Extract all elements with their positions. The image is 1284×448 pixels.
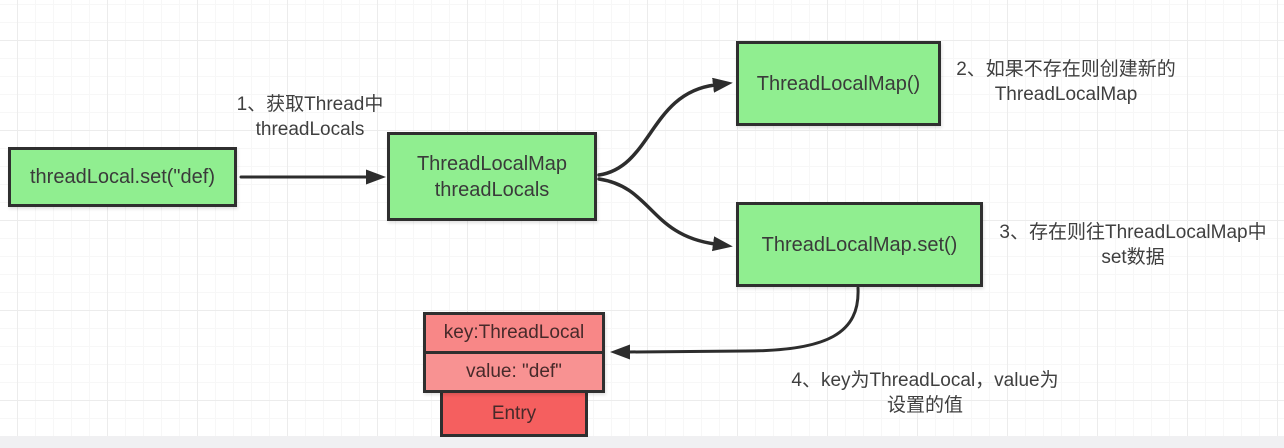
arrow-mapset-to-entry — [610, 286, 860, 360]
annotation-step1-line2: threadLocals — [255, 119, 365, 140]
annotation-step2: 2、如果不存在则创建新的 ThreadLocalMap — [950, 57, 1182, 107]
annotation-step2-line1: 2、如果不存在则创建新的 — [956, 59, 1176, 80]
entry-key-cell: key:ThreadLocal — [426, 315, 602, 351]
annotation-step3: 3、存在则往ThreadLocalMap中 set数据 — [983, 220, 1283, 270]
node-threadlocalmap-set: ThreadLocalMap.set() — [736, 202, 983, 287]
entry-value-label: value: "def" — [466, 361, 562, 382]
annotation-step4-line1: 4、key为ThreadLocal，value为 — [791, 370, 1059, 391]
annotation-step4: 4、key为ThreadLocal，value为 设置的值 — [775, 368, 1075, 418]
node-threadlocal-set: threadLocal.set("def) — [8, 147, 237, 207]
node-entry: Entry — [440, 390, 588, 437]
entry-key-label: key:ThreadLocal — [443, 322, 585, 343]
annotation-step2-line2: ThreadLocalMap — [994, 84, 1138, 105]
node-threadlocal-set-label: threadLocal.set("def) — [30, 166, 215, 188]
node-entry-key-value: key:ThreadLocal value: "def" — [423, 312, 605, 393]
annotation-step1: 1、获取Thread中 threadLocals — [210, 92, 410, 142]
arrow-threadlocals-to-mapset — [597, 177, 733, 252]
annotation-step3-line1: 3、存在则往ThreadLocalMap中 — [999, 222, 1267, 243]
node-threadlocalmap-threadlocals: ThreadLocalMap threadLocals — [387, 132, 597, 221]
entry-value-cell: value: "def" — [426, 351, 602, 390]
entry-label: Entry — [491, 402, 537, 424]
annotation-step3-line2: set数据 — [1101, 247, 1165, 268]
node-threadlocalmap-constructor: ThreadLocalMap() — [736, 41, 941, 126]
node-threadlocals-line1: ThreadLocalMap — [416, 152, 568, 175]
bottom-gray-bar — [0, 436, 1284, 448]
annotation-step1-line1: 1、获取Thread中 — [236, 94, 384, 115]
node-mapset-label: ThreadLocalMap.set() — [761, 233, 958, 256]
annotation-step4-line2: 设置的值 — [886, 395, 963, 416]
arrow-threadlocals-to-newmap — [597, 77, 733, 177]
node-newmap-label: ThreadLocalMap() — [756, 72, 921, 95]
node-threadlocals-line2: threadLocals — [434, 178, 550, 201]
